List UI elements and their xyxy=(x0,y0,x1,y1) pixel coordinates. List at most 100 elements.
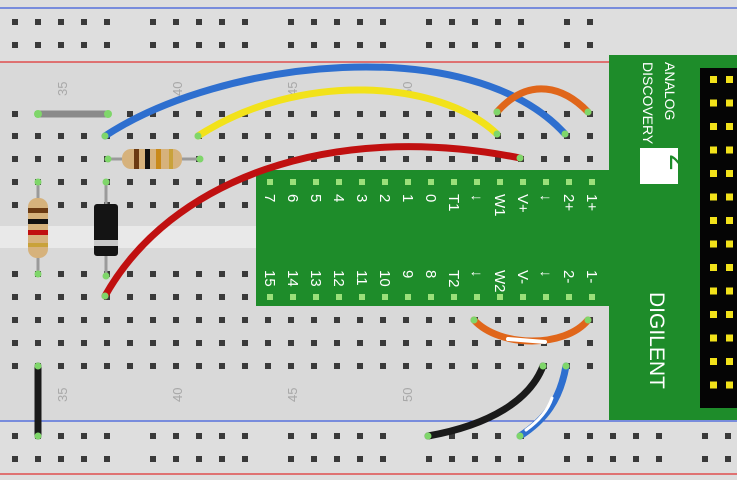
breadboard-hole xyxy=(265,111,271,117)
rail-hole xyxy=(196,456,202,462)
rail-hole xyxy=(150,456,156,462)
rail-hole xyxy=(426,456,432,462)
rail-hole xyxy=(357,42,363,48)
adapter-pin-label: 11 xyxy=(353,270,370,286)
black-wire-bottom[interactable] xyxy=(424,362,547,440)
rail-hole xyxy=(702,433,708,439)
rail-hole xyxy=(242,433,248,439)
adapter-pin-label: 15 xyxy=(261,270,278,287)
breadboard-hole xyxy=(334,156,340,162)
rail-hole xyxy=(495,456,501,462)
adapter-pin-label: 14 xyxy=(284,270,301,287)
breadboard-hole xyxy=(288,111,294,117)
adapter-pin-hole xyxy=(313,294,319,300)
rail-hole xyxy=(242,456,248,462)
rail-hole xyxy=(81,19,87,25)
rail-hole xyxy=(81,42,87,48)
red-wire[interactable] xyxy=(101,143,524,300)
yellow-wire[interactable] xyxy=(194,86,501,140)
adapter-pin-label: ↓ xyxy=(468,270,485,278)
resistor-vertical[interactable] xyxy=(28,182,48,274)
rail-hole xyxy=(610,456,616,462)
connector-pin xyxy=(710,146,717,154)
rail-hole xyxy=(288,433,294,439)
resistor-horizontal[interactable] xyxy=(108,149,200,169)
adapter-pin-label: ↓ xyxy=(468,194,485,202)
breadboard-hole xyxy=(58,156,64,162)
breadboard-hole xyxy=(242,156,248,162)
adapter-pin-hole xyxy=(428,179,434,185)
rail-hole xyxy=(288,456,294,462)
wire-end xyxy=(424,432,432,440)
breadboard-hole xyxy=(150,111,156,117)
rail-hole xyxy=(104,456,110,462)
breadboard-hole xyxy=(173,202,179,208)
rail-hole xyxy=(702,456,708,462)
rail-hole xyxy=(380,456,386,462)
rail-hole xyxy=(242,42,248,48)
breadboard-hole xyxy=(472,363,478,369)
breadboard-hole xyxy=(334,111,340,117)
connector-pin xyxy=(726,217,733,224)
breadboard-hole xyxy=(219,111,225,117)
breadboard-hole xyxy=(403,363,409,369)
adapter-pin-label: 1- xyxy=(583,270,600,283)
breadboard-hole xyxy=(242,271,248,277)
diode[interactable] xyxy=(94,182,118,276)
adapter-pin-hole xyxy=(290,294,296,300)
adapter-pin-hole xyxy=(543,294,549,300)
wire-end xyxy=(493,108,501,116)
breadboard-hole xyxy=(311,111,317,117)
adapter-pin-hole xyxy=(520,179,526,185)
rail-hole xyxy=(12,42,18,48)
adapter-pin-label: 2 xyxy=(376,194,393,202)
breadboard-hole xyxy=(288,340,294,346)
rail-hole xyxy=(219,19,225,25)
rail-hole xyxy=(242,19,248,25)
orange-wire-top[interactable] xyxy=(493,85,592,116)
breadboard-hole xyxy=(12,317,18,323)
breadboard-hole xyxy=(58,340,64,346)
breadboard-hole xyxy=(35,294,41,300)
adapter-pin-label: V- xyxy=(514,270,531,284)
adapter-pin-label: 13 xyxy=(307,270,324,287)
adapter-pin-header xyxy=(256,170,612,306)
breadboard-hole xyxy=(288,133,294,139)
breadboard-hole xyxy=(242,202,248,208)
rail-hole xyxy=(587,19,593,25)
wire-end xyxy=(562,362,570,370)
breadboard-hole xyxy=(150,179,156,185)
column-label-50-bottom: 50 xyxy=(400,388,415,402)
breadboard-hole xyxy=(495,156,501,162)
adapter-pin-label: 1 xyxy=(399,194,416,202)
column-label-40-bottom: 40 xyxy=(170,388,185,402)
connector-pin xyxy=(726,381,733,389)
breadboard-hole xyxy=(35,133,41,139)
rail-hole xyxy=(426,42,432,48)
breadboard-hole xyxy=(380,363,386,369)
breadboard-hole xyxy=(311,340,317,346)
blue-wire-bottom[interactable] xyxy=(516,362,570,440)
wire-end xyxy=(470,316,478,324)
wire-end xyxy=(102,178,110,186)
connector-pin xyxy=(710,264,717,271)
breadboard-hole xyxy=(12,202,18,208)
adapter-pin-hole xyxy=(428,294,434,300)
adapter-pin-hole xyxy=(405,294,411,300)
adapter-pin-hole xyxy=(382,179,388,185)
breadboard-hole xyxy=(380,111,386,117)
rail-hole xyxy=(173,456,179,462)
rail-hole xyxy=(334,456,340,462)
adapter-pin-hole xyxy=(267,294,273,300)
rail-hole xyxy=(564,433,570,439)
breadboard-hole xyxy=(357,363,363,369)
rail-hole xyxy=(472,433,478,439)
wire-end xyxy=(101,132,109,140)
rail-hole xyxy=(449,19,455,25)
breadboard-hole xyxy=(127,340,133,346)
rail-hole xyxy=(196,19,202,25)
rail-hole xyxy=(518,42,524,48)
rail-hole xyxy=(311,456,317,462)
connector-pin xyxy=(710,217,717,224)
